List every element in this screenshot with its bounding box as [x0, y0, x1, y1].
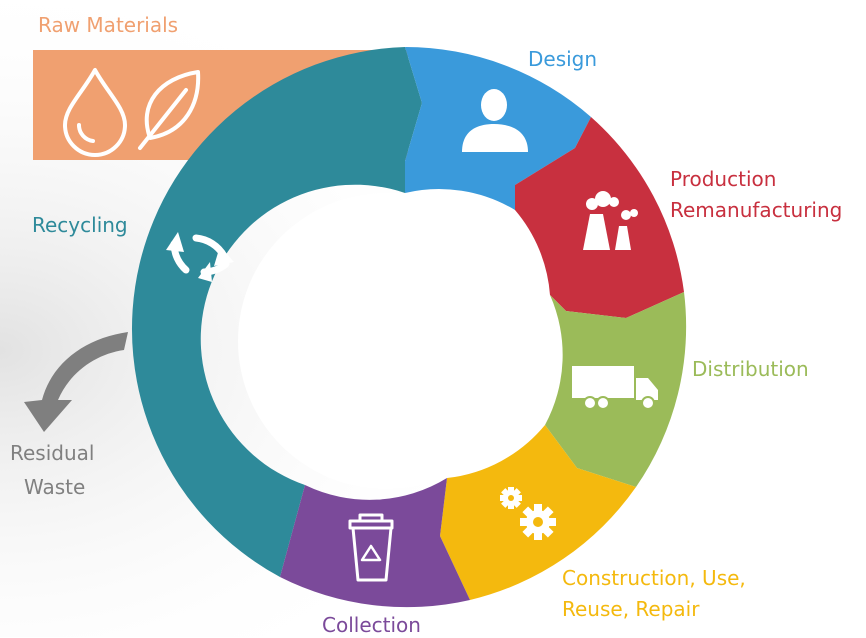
recycle-bin-icon — [348, 513, 394, 582]
distribution-label: Distribution — [692, 357, 809, 381]
water-drop-icon — [63, 68, 127, 157]
truck-icon — [572, 366, 658, 410]
residual-waste-label-line2: Waste — [24, 475, 86, 499]
segment-collection — [280, 478, 470, 608]
person-icon — [462, 89, 528, 152]
leaf-icon — [138, 70, 201, 150]
recycle-arrowheads — [166, 232, 234, 282]
production-label-line1: Production — [670, 167, 777, 191]
use-label-line1: Construction, Use, — [562, 566, 746, 590]
segment-recycling — [131, 47, 422, 577]
collection-label: Collection — [322, 613, 421, 637]
production-label-line2: Remanufacturing — [670, 198, 843, 222]
recycling-label: Recycling — [32, 213, 128, 237]
gears-icon — [500, 487, 556, 540]
curved-arrow-down-icon — [24, 332, 128, 432]
raw-materials-label: Raw Materials — [38, 13, 179, 37]
ring-center — [238, 193, 534, 489]
residual-waste-label-line1: Residual — [10, 441, 95, 465]
design-label: Design — [528, 47, 598, 71]
factory-icon — [583, 191, 638, 250]
use-label-line2: Reuse, Repair — [562, 597, 700, 621]
